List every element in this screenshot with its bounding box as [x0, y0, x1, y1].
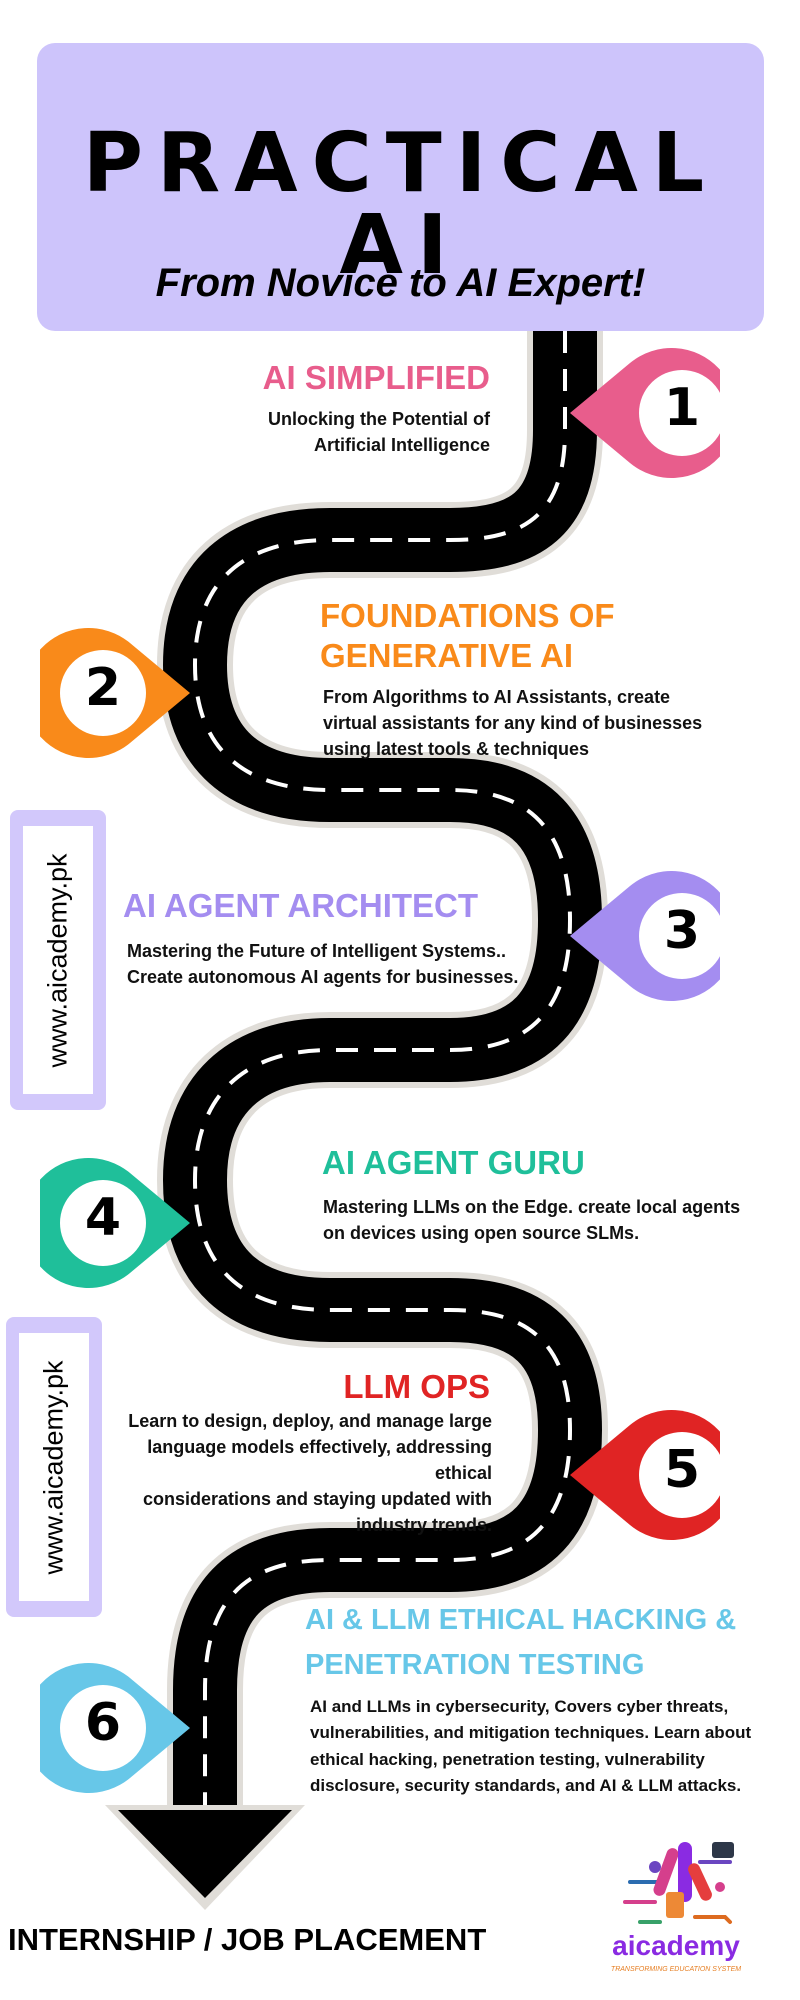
road-arrow-head — [118, 1810, 292, 1898]
desc-line: virtual assistants for any kind of busin… — [323, 713, 703, 734]
map-pin-icon — [23, 1158, 191, 1288]
stage-1-title: AI SIMPLIFIED — [262, 359, 490, 396]
stage-2-number: 2 — [84, 658, 122, 718]
stage-3-description: Mastering the Future of Intelligent Syst… — [127, 938, 547, 990]
stage-2-marker: 2 — [23, 628, 191, 758]
logo-tagline: TRANSFORMING EDUCATION SYSTEM — [610, 1966, 742, 1973]
desc-line: industry trends. — [355, 1515, 492, 1536]
stage-1-description: Unlocking the Potential of Artificial In… — [150, 406, 490, 458]
desc-line: using latest tools & techniques — [323, 739, 590, 760]
website-badge: www.aicademy.pk — [10, 810, 106, 1110]
footer-label: INTERNSHIP / JOB PLACEMENT — [8, 1922, 487, 1957]
header-banner: PRACTICAL AI From Novice to AI Expert! — [37, 43, 764, 331]
desc-line: Unlocking the Potential of — [267, 409, 490, 429]
stage-1-number: 1 — [663, 378, 701, 438]
desc-line: considerations and staying updated with — [142, 1489, 492, 1510]
page-subtitle: From Novice to AI Expert! — [155, 261, 646, 305]
desc-line: ethical hacking, penetration testing, vu… — [310, 1749, 705, 1769]
title-line: PENETRATION TESTING — [305, 1648, 645, 1681]
stage-5-title: LLM OPS — [343, 1368, 490, 1405]
map-pin-icon — [23, 1663, 191, 1793]
road-center-line — [192, 331, 573, 1830]
stage-5-description: Learn to design, deploy, and manage larg… — [100, 1408, 492, 1538]
desc-line: Create autonomous AI agents for business… — [127, 967, 519, 988]
aicademy-logo-icon — [623, 1842, 734, 1924]
map-pin-icon — [570, 348, 737, 478]
desc-line: Mastering the Future of Intelligent Syst… — [127, 941, 507, 961]
stage-3-marker: 3 — [570, 871, 737, 1001]
map-pin-icon — [570, 871, 737, 1001]
stage-4-title: AI AGENT GURU — [322, 1144, 585, 1181]
stage-2-title: FOUNDATIONS OF GENERATIVE AI — [320, 596, 615, 677]
stage-3-number: 3 — [663, 901, 701, 961]
website-url: www.aicademy.pk — [42, 852, 73, 1068]
stage-1-marker: 1 — [570, 348, 737, 478]
website-url: www.aicademy.pk — [38, 1359, 69, 1575]
stage-5-marker: 5 — [570, 1410, 737, 1540]
title-line: FOUNDATIONS OF — [320, 597, 615, 634]
title-line: AI & LLM ETHICAL HACKING & — [305, 1604, 737, 1636]
map-pin-icon — [570, 1410, 737, 1540]
stage-4-number: 4 — [84, 1188, 122, 1248]
desc-line: From Algorithms to AI Assistants, create — [323, 687, 671, 707]
website-badge: www.aicademy.pk — [6, 1317, 102, 1617]
desc-line: Learn to design, deploy, and manage larg… — [128, 1411, 492, 1431]
logo-wordmark: aicademy — [612, 1930, 740, 1961]
desc-line: vulnerabilities, and mitigation techniqu… — [310, 1723, 752, 1743]
stage-4-description: Mastering LLMs on the Edge. create local… — [323, 1194, 763, 1246]
desc-line: AI and LLMs in cybersecurity, Covers cyb… — [310, 1697, 729, 1716]
desc-line: disclosure, security standards, and AI &… — [310, 1776, 742, 1796]
stage-6-description: AI and LLMs in cybersecurity, Covers cyb… — [310, 1694, 795, 1799]
desc-line: language models effectively, addressing … — [147, 1437, 492, 1484]
stage-3-title: AI AGENT ARCHITECT — [123, 887, 479, 924]
stage-5-number: 5 — [663, 1440, 701, 1500]
stage-2-description: From Algorithms to AI Assistants, create… — [323, 684, 763, 762]
page-title: PRACTICAL AI — [82, 116, 719, 293]
stage-6-title: AI & LLM ETHICAL HACKING & PENETRATION T… — [305, 1598, 736, 1688]
stage-6-number: 6 — [84, 1693, 122, 1753]
title-line: GENERATIVE AI — [320, 637, 574, 675]
desc-line: Mastering LLMs on the Edge. create local… — [323, 1197, 741, 1217]
stage-6-marker: 6 — [23, 1663, 191, 1793]
desc-line: on devices using open source SLMs. — [323, 1223, 640, 1244]
map-pin-icon — [23, 628, 191, 758]
stage-4-marker: 4 — [23, 1158, 191, 1288]
desc-line: Artificial Intelligence — [313, 435, 490, 456]
